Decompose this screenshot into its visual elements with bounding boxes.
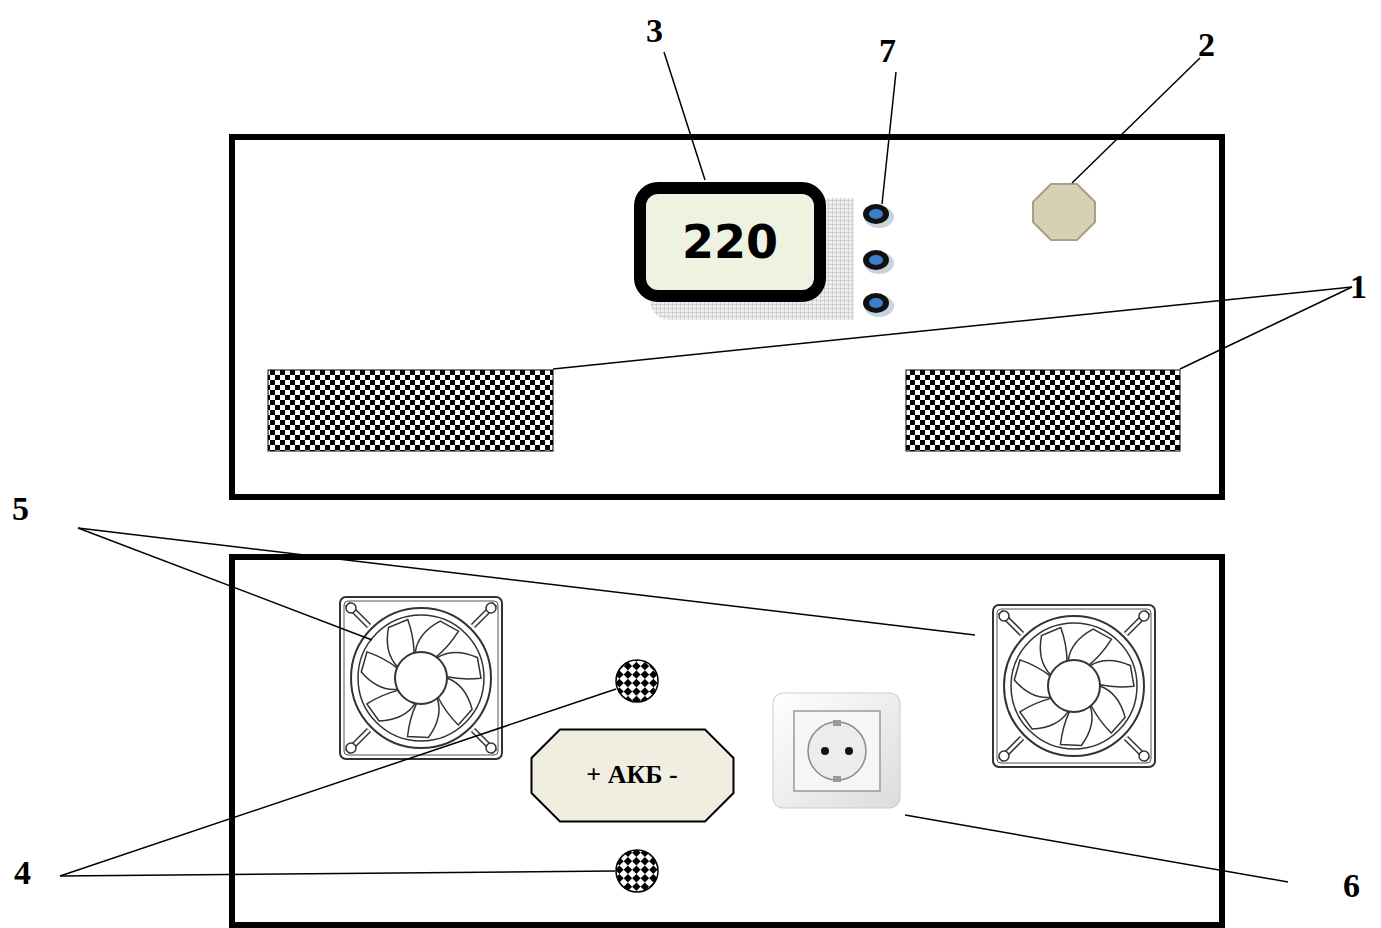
drawing-part: [869, 209, 883, 219]
drawing-part: [347, 604, 369, 626]
drawing-part: [346, 743, 356, 753]
drawing-part: [833, 776, 841, 782]
drawing-part: [869, 298, 883, 308]
vent-grille: [268, 370, 553, 451]
drawing-part: [473, 604, 495, 626]
drawing-part: [905, 815, 1288, 882]
drawing-part: [808, 722, 866, 780]
power-button: [1033, 184, 1095, 240]
front-panel: [232, 137, 1222, 497]
drawing-part: [486, 743, 496, 753]
callout-number: 2: [1198, 28, 1215, 62]
drawing-part: [1126, 738, 1148, 760]
drawing-part: [1000, 612, 1022, 634]
drawing-part: [997, 609, 1151, 763]
callout-number: 3: [646, 14, 663, 48]
drawing-part: [1139, 611, 1149, 621]
leader-lines: [60, 52, 1352, 882]
drawing-part: [863, 293, 889, 313]
callout-number: 1: [1350, 270, 1367, 304]
drawing-part: [1014, 660, 1050, 698]
drawing-part: [869, 255, 883, 265]
drawing-part: [664, 52, 705, 180]
drawing-part: [1126, 738, 1148, 760]
drawing-part: [347, 730, 369, 752]
battery-terminal-label: + АКБ -: [530, 728, 735, 823]
drawing-part: [999, 751, 1009, 761]
drawing-part: [340, 597, 502, 759]
drawing-part: [773, 693, 900, 808]
vent-grille: [906, 370, 1180, 451]
buttons: [863, 204, 894, 317]
drawing-part: [361, 652, 397, 690]
drawing-part: [1000, 738, 1022, 760]
cooling-fan: [340, 597, 502, 759]
drawing-part: [358, 615, 484, 741]
drawing-part: [486, 603, 496, 613]
drawing-part: [473, 604, 495, 626]
drawing-part: [1126, 612, 1148, 634]
drawing-part: [1004, 616, 1144, 756]
fuse-holder: [616, 660, 658, 702]
drawing-part: [1139, 751, 1149, 761]
drawing-part: [1000, 738, 1022, 760]
drawing-part: [1011, 623, 1137, 749]
voltage-display: 220: [634, 182, 826, 302]
drawing-part: [346, 603, 356, 613]
drawing-part: [1048, 660, 1100, 712]
cooling-fan: [993, 605, 1155, 767]
drawing-part: [882, 72, 896, 204]
drawing-part: [344, 601, 498, 755]
rear-panel: [232, 557, 1222, 925]
power-socket: [773, 693, 900, 808]
drawing-part: [347, 604, 369, 626]
drawing-part: [351, 608, 491, 748]
drawing-part: [1072, 58, 1200, 183]
drawing-part: [863, 250, 889, 270]
callout-number: 5: [12, 492, 29, 526]
drawing-part: [78, 528, 975, 635]
drawing-part: [863, 204, 889, 224]
drawing-part: [833, 720, 841, 726]
drawing-part: [1126, 612, 1148, 634]
callout-number: 6: [1343, 869, 1360, 903]
drawing-part: [993, 605, 1155, 767]
callout-number: 7: [879, 34, 896, 68]
fuse-holder: [616, 850, 658, 892]
drawing-part: [347, 730, 369, 752]
node-text: 220: [682, 215, 778, 269]
drawing-part: [845, 747, 853, 755]
octagon-shape: [531, 729, 733, 821]
buttons-shadow: [832, 198, 854, 320]
drawing-part: [395, 652, 447, 704]
node-text: + АКБ -: [586, 760, 677, 790]
drawing-part: [821, 747, 829, 755]
drawing-part: [794, 711, 880, 791]
drawing-part: [60, 871, 615, 876]
drawing-part: [999, 611, 1009, 621]
drawing-part: [1000, 612, 1022, 634]
callout-number: 4: [14, 856, 31, 890]
drawing-part: [1180, 287, 1352, 369]
